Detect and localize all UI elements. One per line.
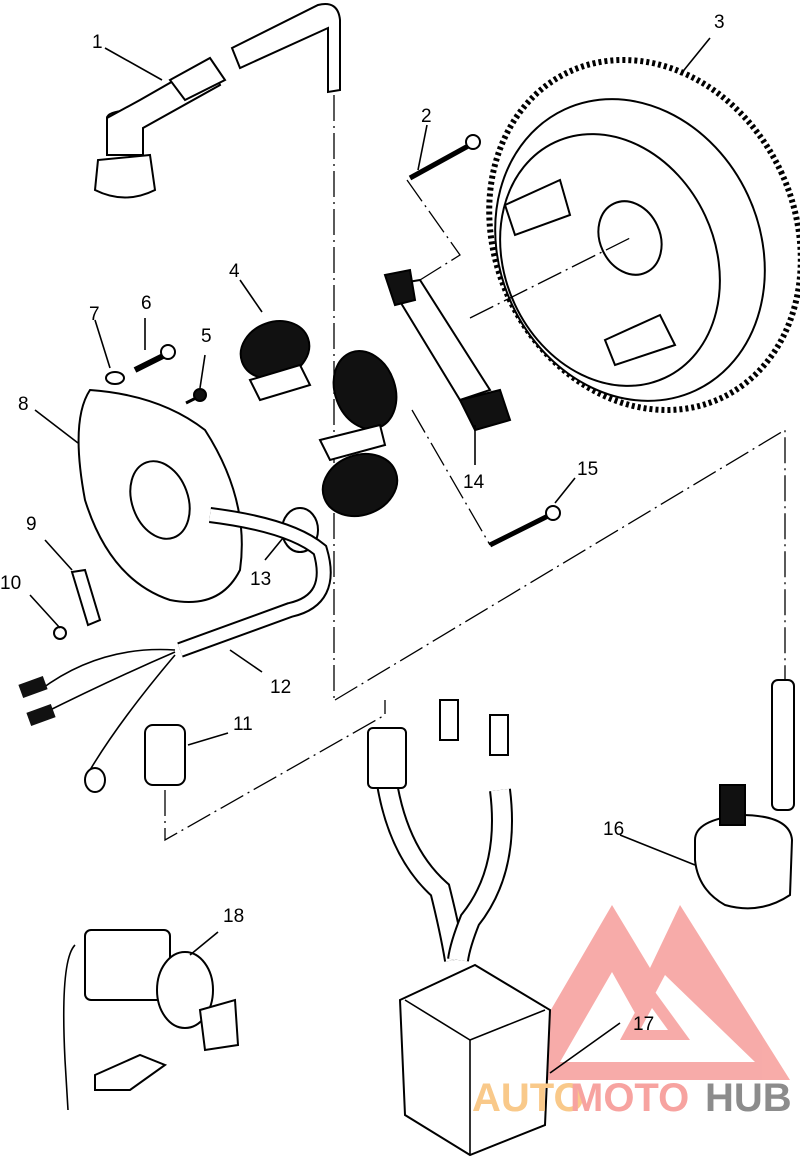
- callout-1: 1: [92, 32, 103, 53]
- callout-16: 16: [603, 819, 624, 840]
- part-clamp-9[interactable]: [70, 568, 102, 627]
- callout-11: 11: [233, 714, 253, 735]
- watermark-auto: AUTO: [472, 1076, 585, 1120]
- watermark-text: AUTO MOTO HUB: [472, 1076, 792, 1120]
- watermark-logo: [510, 905, 790, 1080]
- callout-4: 4: [229, 261, 240, 282]
- part-connector-11[interactable]: [144, 724, 186, 786]
- callout-17: 17: [633, 1014, 654, 1035]
- callout-labels: 1 2 3 4 5 6 7 8 9 10 11 12 13 14 15 16 1…: [0, 12, 725, 1035]
- callout-10: 10: [0, 573, 21, 594]
- part-screw-10[interactable]: [53, 626, 67, 640]
- part-flywheel[interactable]: [433, 8, 800, 461]
- assembly-line: [334, 428, 786, 701]
- part-wire-harness[interactable]: [18, 507, 332, 793]
- part-spark-plug-cap[interactable]: [93, 3, 341, 199]
- callout-9: 9: [26, 514, 37, 535]
- callout-5: 5: [201, 326, 212, 347]
- part-stator-coils[interactable]: [233, 312, 407, 526]
- callout-6: 6: [141, 293, 152, 314]
- callout-8: 8: [18, 394, 29, 415]
- assembly-line: [469, 237, 631, 319]
- leader-lines: [29, 37, 711, 1074]
- part-bolt-15[interactable]: [488, 505, 561, 548]
- callout-14: 14: [463, 472, 485, 493]
- callout-7: 7: [89, 304, 100, 325]
- part-bolt-6[interactable]: [133, 344, 176, 373]
- part-washer-7[interactable]: [105, 371, 125, 385]
- part-pulser-coil[interactable]: [383, 268, 512, 432]
- part-starter-solenoid[interactable]: [62, 929, 240, 1111]
- part-ignition-coil[interactable]: [694, 679, 795, 910]
- part-screw-5[interactable]: [185, 388, 207, 405]
- callout-18: 18: [223, 906, 244, 927]
- callout-13: 13: [250, 569, 271, 590]
- callout-3: 3: [714, 12, 725, 33]
- callout-2: 2: [421, 106, 432, 127]
- watermark-hub: HUB: [705, 1076, 792, 1120]
- watermark-moto: MOTO: [570, 1076, 689, 1120]
- callout-15: 15: [577, 459, 598, 480]
- callout-12: 12: [270, 677, 291, 698]
- assembly-line: [406, 179, 461, 281]
- part-bolt-2[interactable]: [408, 134, 481, 181]
- part-cdi-unit[interactable]: [367, 699, 552, 1157]
- assembly-line: [411, 409, 491, 546]
- assembly-line: [164, 700, 386, 842]
- part-stator-base-plate[interactable]: [77, 388, 243, 603]
